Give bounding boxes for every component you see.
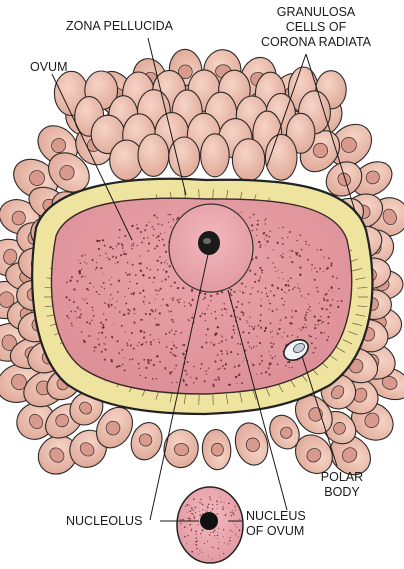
label-polar-line1: POLAR <box>321 470 363 484</box>
label-granulosa-line1: GRANULOSA <box>277 5 356 19</box>
label-nucleus-line2: OF OVUM <box>246 524 304 538</box>
granulosa-cell <box>201 134 230 177</box>
label-zona-pellucida: ZONA PELLUCIDA <box>66 19 174 33</box>
label-polar-line2: BODY <box>324 485 360 499</box>
label-granulosa-line3: CORONA RADIATA <box>261 35 372 49</box>
inset-nucleolus <box>200 512 218 530</box>
granulosa-cell <box>138 134 169 176</box>
granulosa-cell <box>232 139 264 181</box>
label-ovum: OVUM <box>30 60 68 74</box>
label-nucleus-line1: NUCLEUS <box>246 509 306 523</box>
label-nucleolus: NUCLEOLUS <box>66 514 142 528</box>
label-granulosa-line2: CELLS OF <box>286 20 347 34</box>
nucleolus-highlight <box>203 238 211 244</box>
